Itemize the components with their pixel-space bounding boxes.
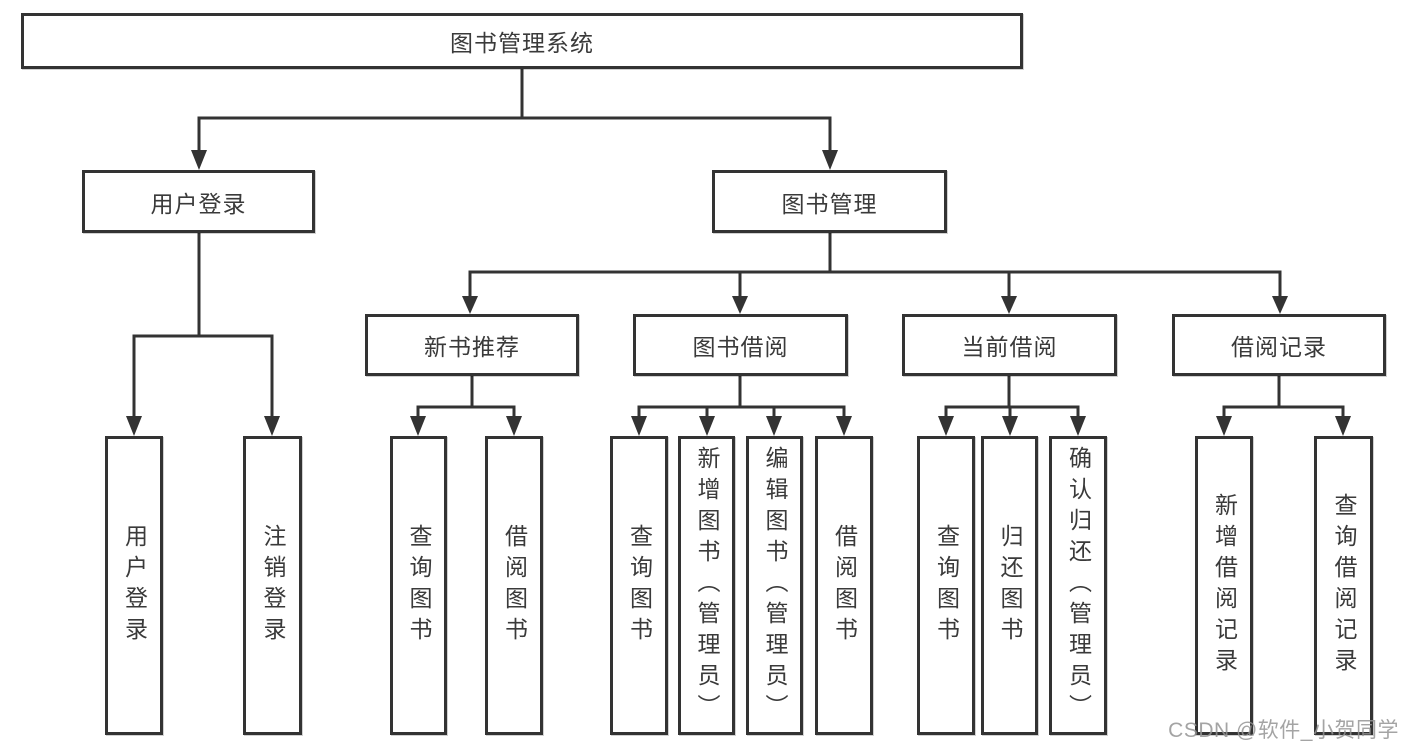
leaf-recommend-borrow-books: 借阅图书 [485,436,543,735]
leaf-borrow-search-books: 查询图书 [610,436,668,735]
connector-book-borrow-to-leaves [637,376,846,418]
arrow-leaf-7 [766,416,782,436]
leaf-records-search-record: 查询借阅记录 [1314,436,1373,735]
arrow-to-book-management [822,150,838,170]
leaf-borrow-edit-books-admin: 编辑图书（管理员） [746,436,803,735]
node-book-borrowing: 图书借阅 [633,314,848,376]
leaf-borrow-borrow-books: 借阅图书 [815,436,873,735]
connector-root-to-level2 [197,69,832,152]
arrow-leaf-8 [836,416,852,436]
leaf-records-add-record: 新增借阅记录 [1195,436,1253,735]
node-book-management: 图书管理 [712,170,947,233]
arrow-to-level3-1 [462,296,478,314]
arrow-leaf-13 [1335,416,1351,436]
arrow-to-user-login [191,150,207,170]
leaf-borrow-add-books-admin: 新增图书（管理员） [678,436,735,735]
arrow-leaf-6 [699,416,715,436]
arrow-leaf-9 [938,416,954,436]
node-new-book-recommendation: 新书推荐 [365,314,579,376]
arrow-to-level3-2 [732,296,748,314]
node-borrowing-records: 借阅记录 [1172,314,1386,376]
arrow-leaf-3 [410,416,426,436]
leaf-current-return-books: 归还图书 [981,436,1038,735]
arrow-leaf-5 [631,416,647,436]
connector-borrow-records-to-leaves [1222,376,1345,418]
arrow-leaf-12 [1216,416,1232,436]
arrow-leaf-10 [1002,416,1018,436]
arrow-to-level3-4 [1272,296,1288,314]
leaf-current-confirm-return-admin: 确认归还（管理员） [1049,436,1107,735]
arrow-leaf-2 [264,416,280,436]
leaf-logout: 注销登录 [243,436,302,735]
node-current-borrowing: 当前借阅 [902,314,1117,376]
connector-current-borrow-to-leaves [944,376,1080,418]
node-library-management-system: 图书管理系统 [21,13,1023,69]
arrow-leaf-4 [506,416,522,436]
leaf-recommend-search-books: 查询图书 [390,436,447,735]
leaf-current-search-books: 查询图书 [917,436,975,735]
arrow-leaf-1 [126,416,142,436]
leaf-user-login: 用户登录 [105,436,163,735]
arrow-to-level3-3 [1001,296,1017,314]
connector-user-login-to-leaves [132,233,274,418]
csdn-watermark: CSDN @软件_小贺同学 [1168,719,1399,742]
node-user-login: 用户登录 [82,170,315,233]
arrowheads [126,150,1351,436]
arrow-leaf-11 [1070,416,1086,436]
connector-new-book-rec-to-leaves [416,376,516,418]
connector-book-management-to-level3 [468,233,1282,298]
